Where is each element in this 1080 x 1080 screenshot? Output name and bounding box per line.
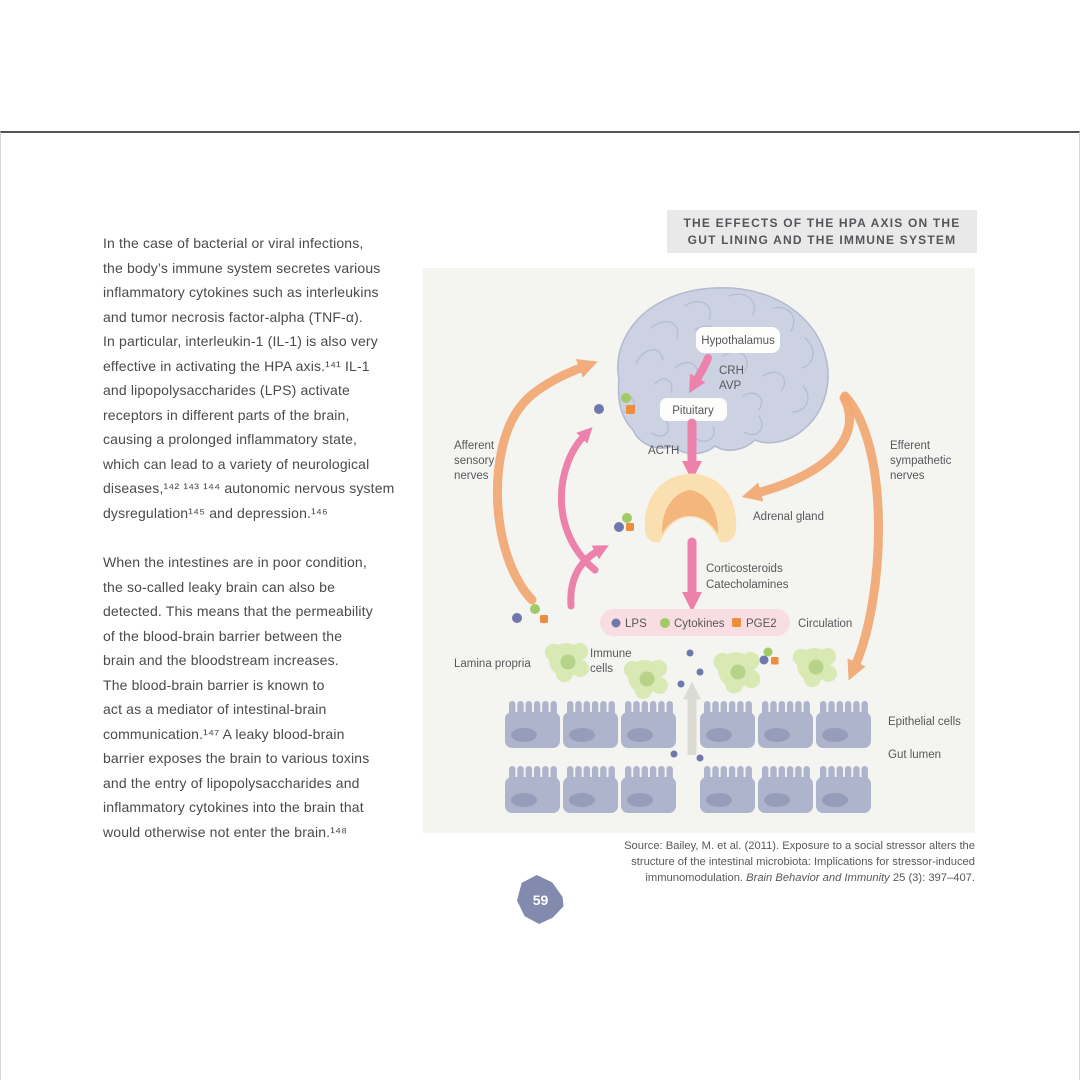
adrenal-gland-illustration (644, 473, 737, 543)
cytokine-feedback-arrow-tall (558, 427, 599, 574)
label-crh: CRH (719, 365, 744, 377)
label-immune-cells-1: Immune (590, 648, 632, 660)
label-pge2: PGE2 (746, 618, 777, 630)
label-immune-cells-2: cells (590, 663, 613, 675)
article-text-column: In the case of bacterial or viral infect… (103, 231, 443, 869)
diagram-svg: Hypothalamus CRH AVP Pituitary ACTH Adre… (454, 287, 961, 813)
label-afferent-2: sensory (454, 455, 495, 467)
efferent-nerve-arrow-long (840, 391, 883, 681)
legend-bar (600, 609, 790, 636)
label-lamina-propria: Lamina propria (454, 658, 531, 670)
hpa-axis-diagram: Hypothalamus CRH AVP Pituitary ACTH Adre… (423, 268, 975, 833)
crh-avp-arrow (689, 354, 712, 394)
immune-cell-nuclei-layer (560, 654, 824, 687)
label-catecholamines: Catecholamines (706, 579, 789, 591)
lps-dot-icon (611, 618, 621, 628)
cytokines-dot-icon (660, 618, 670, 628)
article-paragraph-1: In the case of bacterial or viral infect… (103, 235, 395, 521)
mediator-dots-near-brain (594, 393, 635, 414)
mediator-dots-lower-left (512, 604, 548, 623)
mediator-dots-lamina (759, 647, 779, 665)
pge2-square-icon (732, 618, 741, 627)
label-afferent-3: nerves (454, 470, 489, 482)
label-afferent-1: Afferent (454, 440, 495, 452)
label-corticosteroids: Corticosteroids (706, 563, 783, 575)
source-text: Source: Bailey, M. et al. (2011). Exposu… (624, 840, 975, 884)
label-circulation: Circulation (798, 618, 852, 630)
source-tail: 25 (3): 397–407. (889, 871, 975, 884)
article-paragraph-2: When the intestines are in poor conditio… (103, 554, 373, 840)
hypothalamus-label-box (696, 327, 780, 353)
label-adrenal-gland: Adrenal gland (753, 511, 824, 523)
label-acth: ACTH (648, 445, 679, 457)
mediator-dots-near-adrenal (614, 513, 634, 532)
label-avp: AVP (719, 380, 741, 392)
label-efferent-2: sympathetic (890, 455, 952, 467)
afferent-sensory-nerve-arrow (492, 359, 598, 605)
figure-title: THE EFFECTS OF THE HPA AXIS ON THE GUT L… (667, 210, 977, 253)
label-gut-lumen: Gut lumen (888, 749, 941, 761)
label-efferent-1: Efferent (890, 440, 931, 452)
source-journal-italic: Brain Behavior and Immunity (746, 871, 890, 884)
efferent-nerve-arrow-to-adrenal (741, 393, 854, 502)
label-hypothalamus: Hypothalamus (701, 335, 775, 347)
page-number: 59 (532, 891, 549, 908)
label-efferent-3: nerves (890, 470, 925, 482)
translocating-lps-dots (670, 649, 704, 762)
cytokine-feedback-arrow-short (567, 545, 609, 610)
label-pituitary: Pituitary (672, 405, 714, 417)
pituitary-label-box (660, 398, 727, 421)
figure-source-citation: Source: Bailey, M. et al. (2011). Exposu… (520, 839, 975, 886)
circulation-legend: LPS Cytokines PGE2 (600, 609, 790, 636)
epithelial-nuclei-layer (511, 728, 848, 807)
immune-cells-layer (544, 643, 837, 700)
label-cytokines: Cytokines (674, 618, 725, 630)
label-epithelial-cells: Epithelial cells (888, 716, 961, 728)
label-lps: LPS (625, 618, 647, 630)
